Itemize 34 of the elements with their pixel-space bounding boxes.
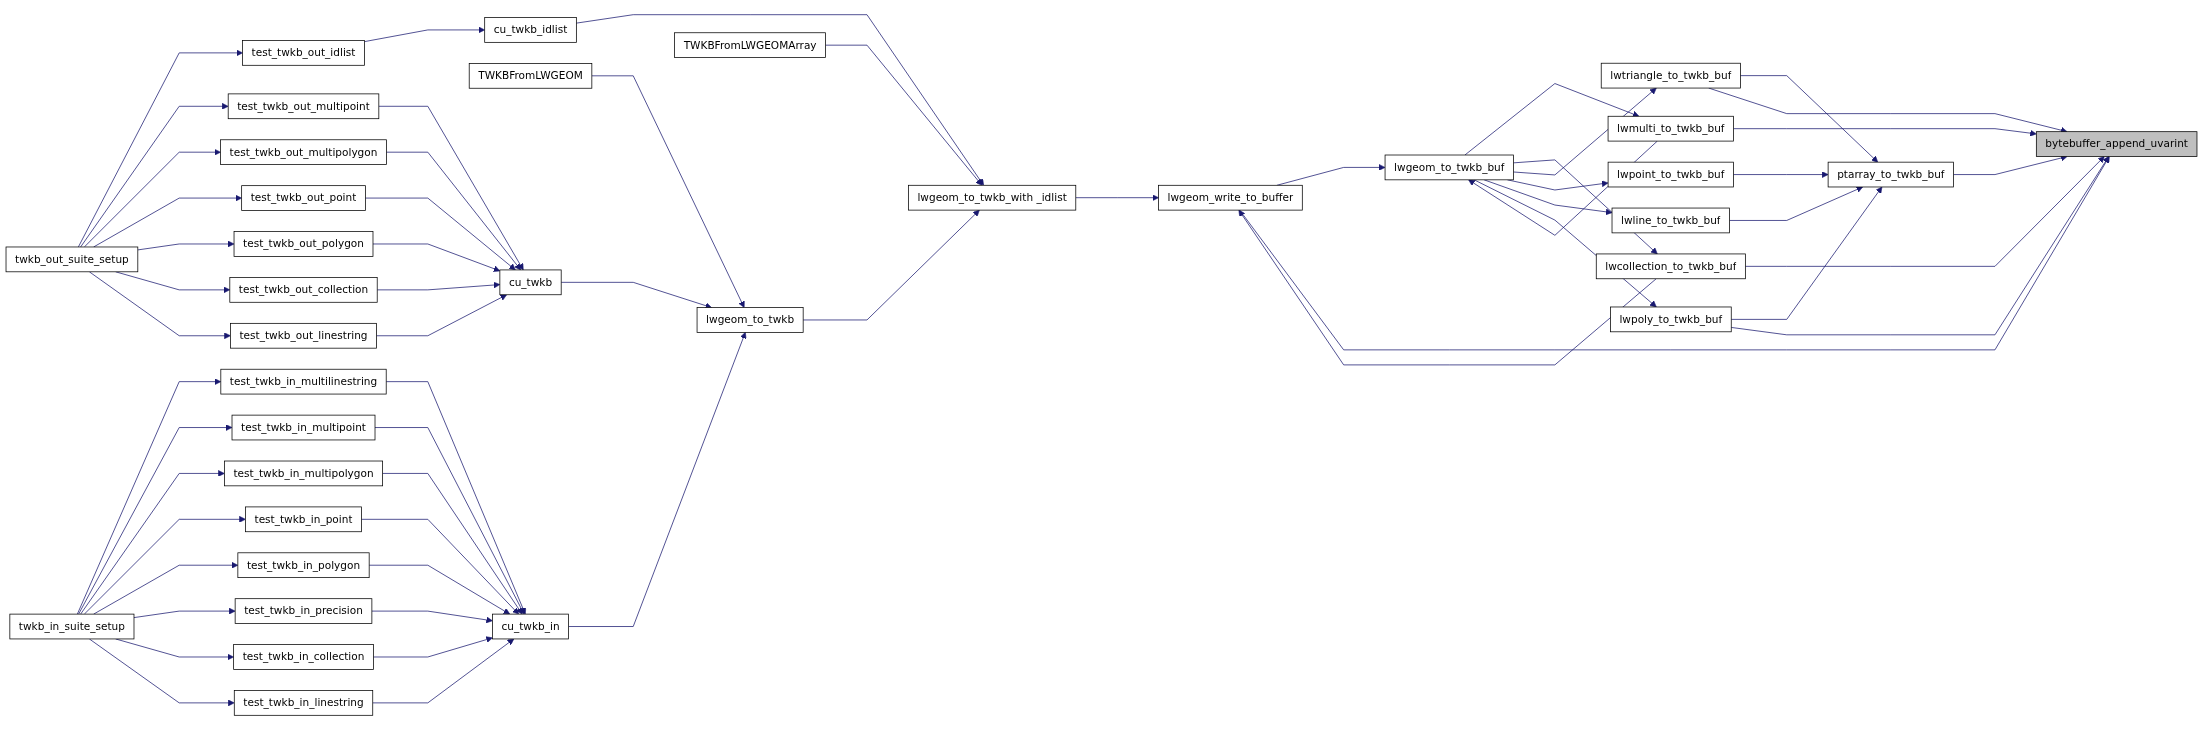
node-box: cu_twkb_in (492, 613, 569, 640)
node-box: lwpoly_to_twkb_buf (1610, 306, 1732, 333)
node-box: twkb_out_suite_setup (5, 246, 139, 273)
node-box: test_twkb_in_multipolygon (224, 460, 383, 487)
node-box: test_twkb_out_point (241, 185, 366, 211)
node-box: ptarray_to_twkb_buf (1827, 161, 1954, 188)
node-box: test_twkb_out_idlist (242, 40, 365, 66)
node-box: lwgeom_to_twkb (696, 307, 804, 333)
node-box: test_twkb_out_linestring (230, 322, 377, 349)
node-box: test_twkb_in_linestring (233, 690, 374, 716)
node-box: cu_twkb_idlist (484, 17, 577, 43)
node-box: TWKBFromLWGEOMArray (674, 32, 826, 58)
node-box: test_twkb_in_precision (234, 598, 373, 624)
node-box: lwgeom_to_twkb_buf (1384, 154, 1514, 181)
node-box: bytebuffer_append_uvarint (2035, 131, 2198, 157)
node-box: lwgeom_to_twkb_with _idlist (908, 184, 1077, 211)
node-box: test_twkb_out_multipoint (227, 93, 380, 120)
node-box: test_twkb_in_polygon (237, 552, 370, 578)
node-box: TWKBFromLWGEOM (468, 63, 593, 89)
node-box: test_twkb_out_polygon (233, 231, 374, 257)
node-box: cu_twkb (499, 269, 562, 296)
node-box: lwtriangle_to_twkb_buf (1600, 62, 1741, 89)
node-box: test_twkb_in_point (245, 506, 362, 533)
node-box: twkb_in_suite_setup (9, 613, 135, 640)
node-box: lwgeom_write_to_buffer (1158, 184, 1303, 211)
node-box: test_twkb_in_multilinestring (220, 368, 387, 395)
node-box: test_twkb_in_multipoint (231, 414, 376, 441)
node-box: lwcollection_to_twkb_buf (1595, 253, 1746, 280)
node-box: test_twkb_in_collection (233, 644, 374, 670)
node-box: lwpoint_to_twkb_buf (1607, 161, 1734, 188)
node-box: test_twkb_out_multipolygon (220, 139, 387, 165)
node-box: lwmulti_to_twkb_buf (1607, 115, 1734, 142)
node-box: test_twkb_out_collection (229, 277, 378, 303)
node-box: lwline_to_twkb_buf (1611, 207, 1730, 234)
